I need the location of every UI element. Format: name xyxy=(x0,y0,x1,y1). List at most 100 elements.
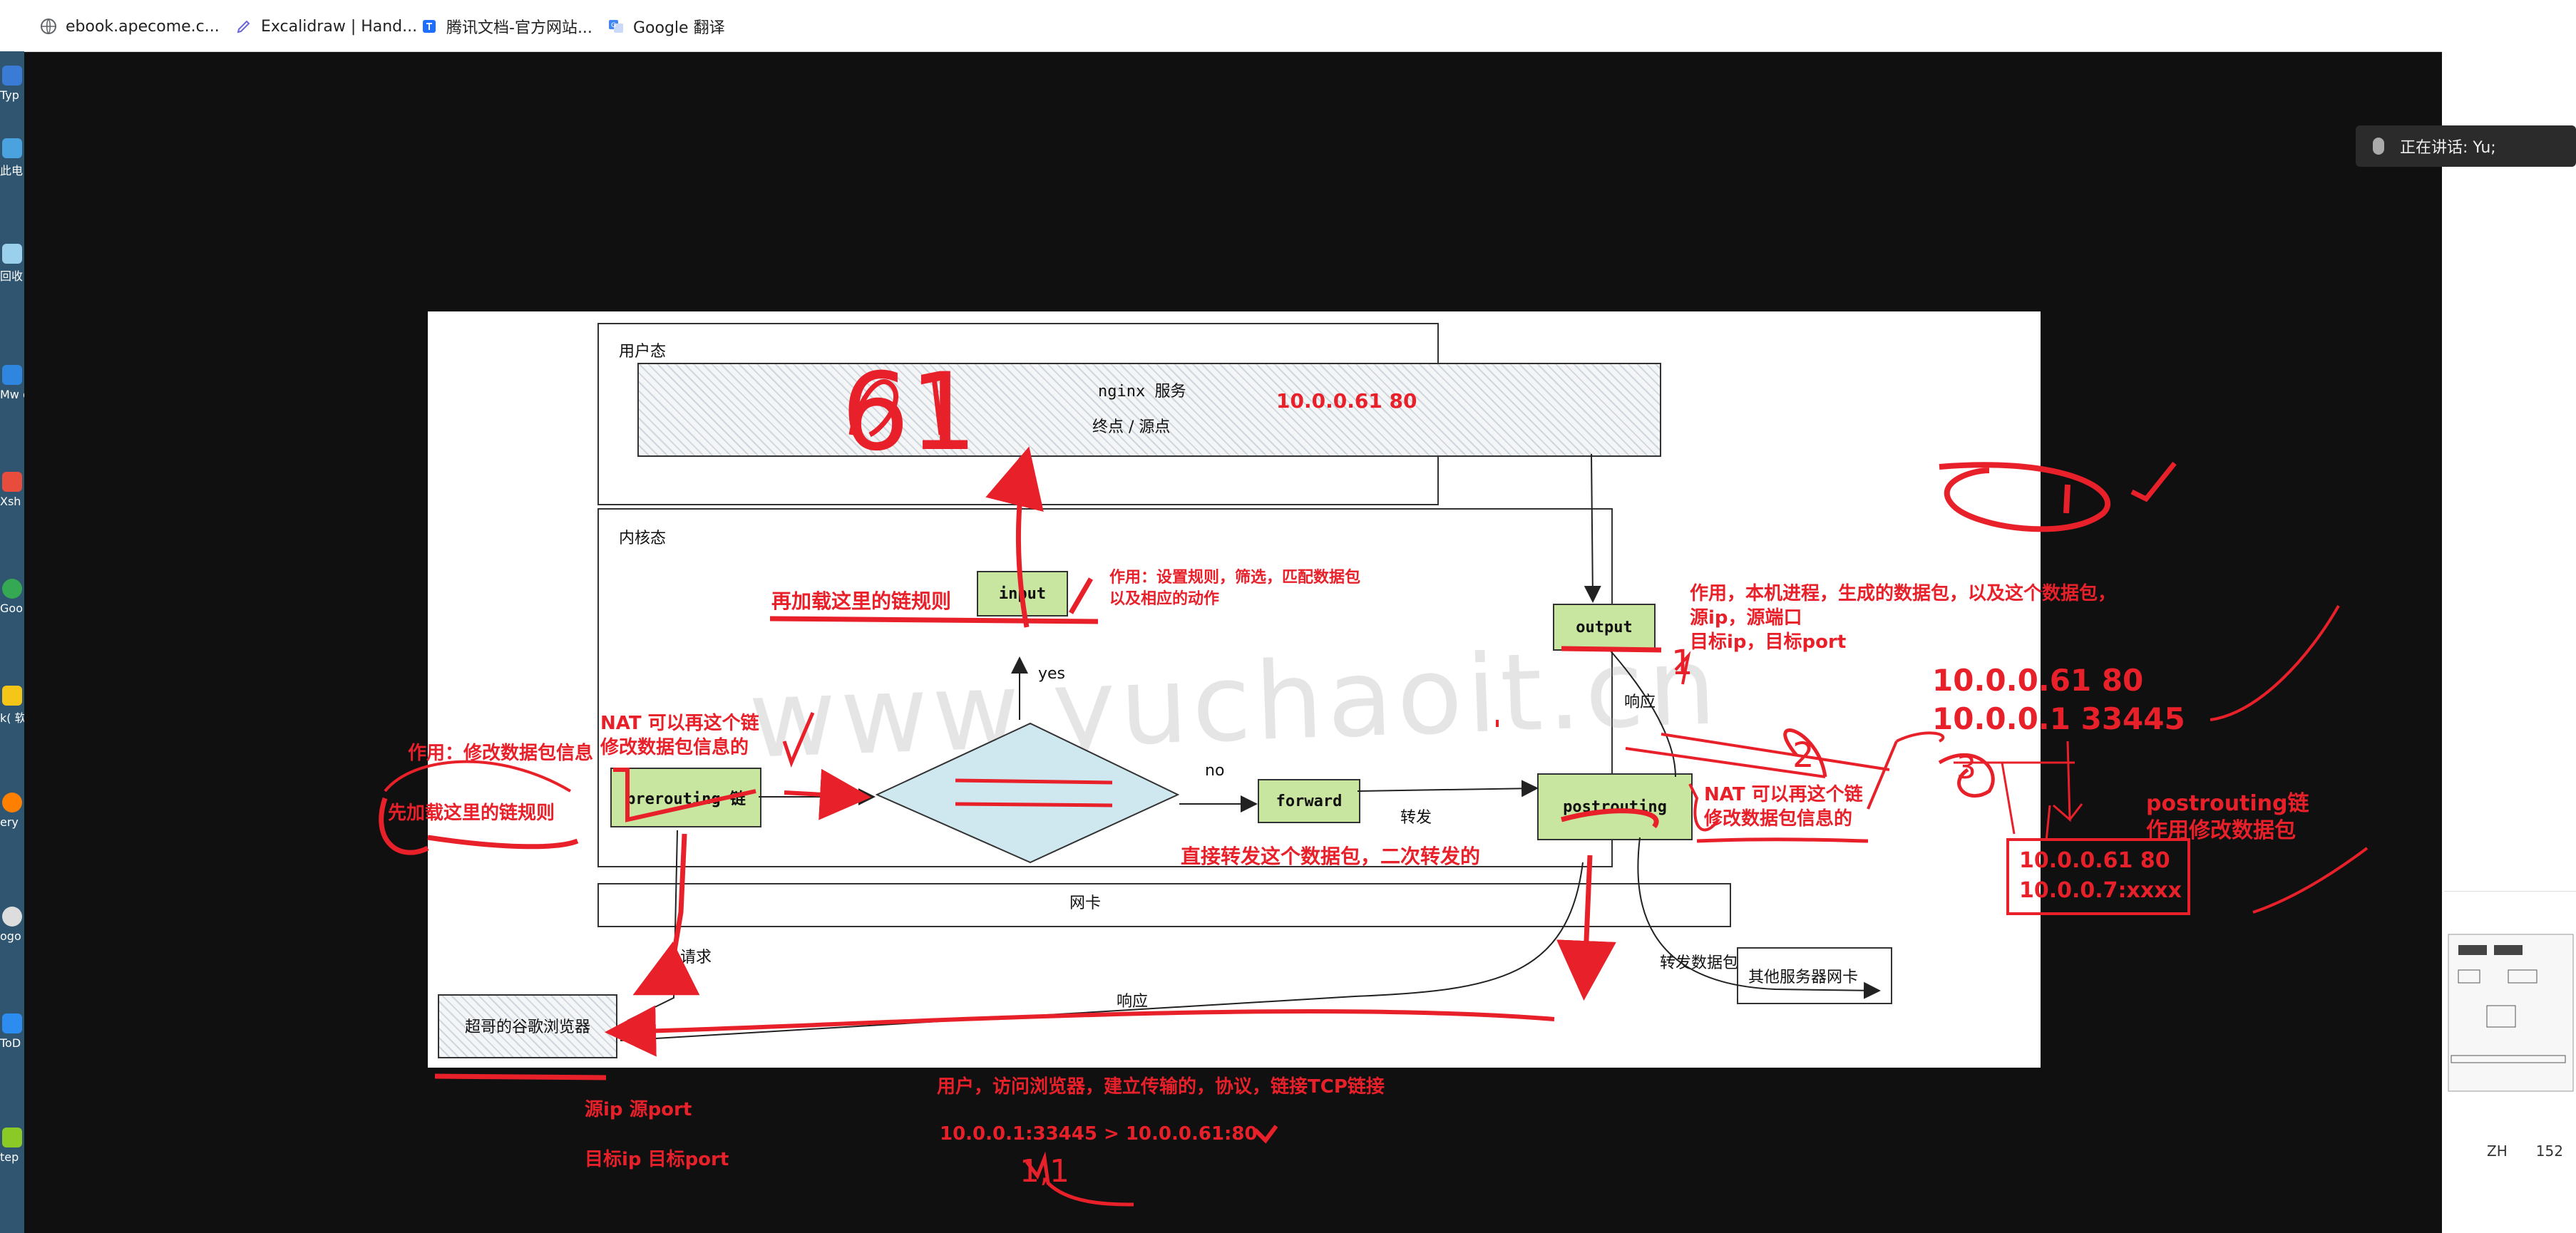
app-icon xyxy=(2,907,22,927)
nic-label: 网卡 xyxy=(1069,894,1102,912)
output-chain-label: output xyxy=(1576,618,1633,636)
no-label: no xyxy=(1205,762,1225,780)
desktop-icon-label: k( 软件 xyxy=(0,711,24,725)
bookmarks-bar: ebook.apecome.c... Excalidraw | Hand... … xyxy=(0,0,2442,52)
chrome-icon xyxy=(2,579,22,599)
postrouting-chain-box: postrouting xyxy=(1537,773,1693,840)
desktop-icon-typ[interactable]: Typ xyxy=(0,66,24,102)
desktop-icon-xshell[interactable]: Xsh xyxy=(0,472,24,508)
bookmark-label: 腾讯文档-官方网站... xyxy=(446,19,592,37)
desktop-icon-ery[interactable]: ery xyxy=(0,793,24,829)
desktop-icon-chrome[interactable]: Goo Chro xyxy=(0,579,24,615)
postrouting-chain-label: postrouting xyxy=(1563,798,1667,816)
annotation-circle-3: 3 xyxy=(1956,750,1976,786)
annotation-flow-address: 10.0.0.1:33445 > 10.0.0.61:80 xyxy=(940,1123,1258,1145)
bookmark-label: ebook.apecome.c... xyxy=(66,17,220,36)
desktop-icon-recycle[interactable]: 回收 xyxy=(0,244,24,284)
bookmark-google-translate[interactable]: G Google 翻译 xyxy=(607,16,725,37)
annotation-output-desc-3: 目标ip，目标port xyxy=(1690,631,1847,653)
forward-packet-label: 转发数据包 xyxy=(1660,954,1739,972)
annotation-postrouting-title-2: 作用修改数据包 xyxy=(2146,818,2296,843)
bookmark-tencent-docs[interactable]: 腾讯文档-官方网站... xyxy=(421,16,592,37)
yes-label: yes xyxy=(1038,665,1066,683)
annotation-output-desc-2: 源ip，源端口 xyxy=(1690,607,1802,629)
desktop-icon-label: ogo xyxy=(0,929,21,943)
output-chain-box: output xyxy=(1553,604,1656,651)
tencent-docs-icon xyxy=(421,18,438,35)
annotation-input-desc-2: 以及相应的动作 xyxy=(1109,590,1220,608)
speaking-label: 正在讲话: Yu; xyxy=(2400,139,2496,157)
desktop-icon-label: Typ xyxy=(0,88,19,102)
desktop-icon-label: Mw orks xyxy=(0,388,24,401)
pencil-icon xyxy=(235,18,252,35)
desktop-icon-mworks[interactable]: Mw orks xyxy=(0,365,24,401)
bookmark-excalidraw[interactable]: Excalidraw | Hand... xyxy=(235,16,417,37)
desktop-icon-tep[interactable]: tep xyxy=(0,1128,24,1164)
desktop-icon-ogo[interactable]: ogo xyxy=(0,907,24,943)
forward-cn-label: 转发 xyxy=(1400,809,1432,827)
app-icon xyxy=(2,1128,22,1147)
annotation-circle-1: 1 xyxy=(1671,643,1693,683)
annotation-prerouting-effect: 作用：修改数据包信息 xyxy=(408,743,594,764)
annotation-61: 61 xyxy=(841,351,977,475)
annotation-bottom-mark: 1,1 xyxy=(1020,1153,1069,1190)
translate-icon: G xyxy=(607,18,625,35)
svg-text:G: G xyxy=(611,22,616,29)
annotation-nat-left-2: 修改数据包信息的 xyxy=(600,737,749,758)
annotation-nat-right-1: NAT 可以再这个链 xyxy=(1704,784,1863,805)
desktop-icon-label: 回收 xyxy=(0,269,24,283)
annotation-address-2: 10.0.0.1 33445 xyxy=(1932,701,2185,736)
annotation-box-address-1: 10.0.0.61 80 xyxy=(2019,848,2170,873)
app-icon xyxy=(2,1013,22,1033)
browser-box xyxy=(438,994,617,1058)
annotation-source: 源ip 源port xyxy=(585,1099,692,1120)
bookmark-label: Excalidraw | Hand... xyxy=(261,17,418,36)
annotation-nat-left-1: NAT 可以再这个链 xyxy=(600,713,759,734)
desktop-icon-label: ery xyxy=(0,815,19,829)
bookmark-label: Google 翻译 xyxy=(633,19,725,37)
browser-label: 超哥的谷歌浏览器 xyxy=(465,1018,591,1036)
annotation-output-desc-1: 作用，本机进程，生成的数据包，以及这个数据包， xyxy=(1690,583,2117,604)
annotation-destination: 目标ip 目标port xyxy=(585,1149,729,1170)
annotation-box-address-2: 10.0.0.7:xxxx xyxy=(2019,878,2182,903)
annotation-user-flow: 用户，访问浏览器，建立传输的，协议，链接TCP链接 xyxy=(937,1076,1385,1098)
thumbnail-status: ZH 152 xyxy=(2444,1137,2576,1165)
globe-icon xyxy=(40,18,57,35)
desktop-icon-label: tep xyxy=(0,1150,19,1164)
endpoints-label: 终点 / 源点 xyxy=(1092,418,1171,436)
nic-box xyxy=(597,883,1731,927)
language-indicator: ZH xyxy=(2487,1142,2508,1160)
annotation-direct-forward: 直接转发这个数据包，二次转发的 xyxy=(1181,845,1481,868)
response-bottom-label: 响应 xyxy=(1117,993,1149,1011)
nginx-box xyxy=(637,363,1661,457)
computer-icon xyxy=(2,138,22,158)
bookmark-ebook[interactable]: ebook.apecome.c... xyxy=(40,16,220,37)
input-chain-box: input xyxy=(977,571,1068,616)
microphone-icon xyxy=(2373,138,2384,155)
recycle-bin-icon xyxy=(2,244,22,264)
annotation-circle-2: 2 xyxy=(1792,736,1815,775)
desktop-icons-strip: Typ 此电 回收 Mw orks Xsh Goo Chro k( 软件 ery… xyxy=(0,51,24,1233)
desktop-icon-computer[interactable]: 此电 xyxy=(0,138,24,178)
desktop-icon-label: Xsh xyxy=(0,495,21,508)
app-icon xyxy=(2,472,22,492)
request-label: 请求 xyxy=(680,949,712,966)
input-chain-label: input xyxy=(998,584,1047,603)
forward-chain-box: forward xyxy=(1258,779,1360,823)
desktop-icon-label: Goo Chro xyxy=(0,602,24,615)
desktop-icon-label: ToD xyxy=(0,1036,21,1050)
meeting-thumbnail[interactable] xyxy=(2444,891,2576,1170)
desktop-icon-todo[interactable]: ToD xyxy=(0,1013,24,1050)
desktop-icon-software[interactable]: k( 软件 xyxy=(0,686,24,726)
forward-chain-label: forward xyxy=(1276,792,1343,810)
prerouting-chain-label: prerouting 链 xyxy=(626,790,746,808)
app-icon xyxy=(2,365,22,385)
annotation-first-load: 先加载这里的链规则 xyxy=(388,803,555,824)
nginx-label: nginx 服务 xyxy=(1098,383,1186,401)
app-icon xyxy=(2,66,22,86)
annotation-input-desc-1: 作用：设置规则，筛选，匹配数据包 xyxy=(1109,569,1361,587)
annotation-reload-rule: 再加载这里的链规则 xyxy=(771,589,952,613)
speaking-indicator: 正在讲话: Yu; xyxy=(2356,125,2576,167)
annotation-address-1: 10.0.0.61 80 xyxy=(1932,663,2144,698)
annotation-nat-right-2: 修改数据包信息的 xyxy=(1704,808,1853,830)
